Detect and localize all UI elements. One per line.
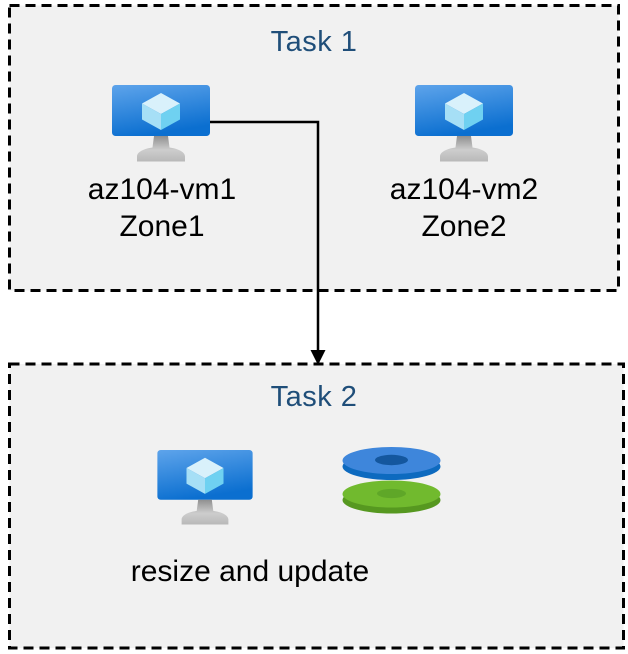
vm2-name: az104-vm2: [389, 173, 539, 206]
task2-box: [8, 362, 625, 650]
vm2-label: az104-vm2 Zone2: [364, 171, 564, 245]
virtual-machine-icon: [157, 450, 253, 526]
task1-box: [8, 4, 620, 292]
down-arrow-connector: [210, 120, 326, 365]
task2-title: Task 2: [270, 381, 358, 413]
virtual-machine-icon: [112, 85, 210, 163]
vm1-label: az104-vm1 Zone1: [62, 171, 262, 245]
virtual-machine-icon: [415, 85, 513, 163]
managed-disks-icon: [341, 446, 442, 514]
task1-title: Task 1: [270, 26, 358, 58]
task2-caption: resize and update: [130, 555, 370, 588]
vm2-zone: Zone2: [421, 210, 507, 243]
vm1-name: az104-vm1: [87, 173, 237, 206]
vm1-zone: Zone1: [119, 210, 205, 243]
